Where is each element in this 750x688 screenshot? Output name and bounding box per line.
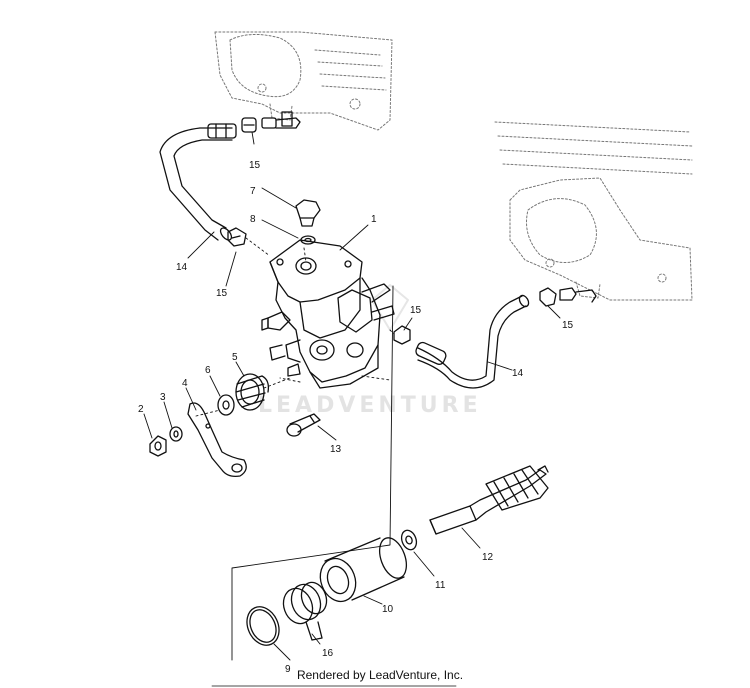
render-credit-text: Rendered by LeadVenture, Inc.: [296, 668, 464, 682]
callout-4: 4: [182, 378, 188, 389]
o-ring-9: [246, 606, 280, 646]
watermark-logo: LEADVENTURE: [258, 284, 482, 418]
render-credit: Rendered by LeadVenture, Inc.: [0, 668, 750, 682]
washer-3: [169, 426, 183, 442]
engine-cylinder-left: [214, 31, 393, 131]
pump-gear-5: [235, 373, 270, 411]
callout-14-left: 14: [176, 262, 188, 273]
fitting-upper: [281, 111, 293, 127]
callout-15-right: 15: [562, 320, 574, 331]
hose-clip-right: [539, 287, 597, 307]
washer-11: [400, 529, 418, 551]
pump-outlet-fitting: [393, 325, 411, 345]
callout-12: 12: [482, 552, 494, 563]
callout-11: 11: [435, 580, 446, 591]
callout-8: 8: [250, 214, 256, 225]
callout-labels: 1 2 3 4 5 6 7 8 9 10 11 12 13 14 14 15 1…: [138, 160, 574, 675]
watermark-text: LEADVENTURE: [258, 393, 482, 418]
washer-6: [217, 394, 235, 416]
callout-14-right: 14: [512, 368, 524, 379]
callout-15-middle: 15: [410, 305, 422, 316]
callout-10: 10: [382, 604, 394, 615]
drive-shaft-12: [429, 465, 549, 535]
assembly-bracket-lines: [195, 237, 395, 661]
sleeve-10: [319, 537, 408, 603]
hose-clip-mid: [227, 227, 247, 247]
oil-hose-upper: [159, 123, 237, 241]
callout-7: 7: [250, 186, 256, 197]
hose-clip-top: [241, 117, 301, 133]
callout-15-top: 15: [249, 160, 261, 171]
bolt-7: [295, 199, 321, 227]
callout-2: 2: [138, 404, 144, 415]
callout-3: 3: [160, 392, 166, 403]
leader-lines: [143, 131, 561, 661]
callout-1: 1: [371, 214, 377, 225]
callout-13: 13: [330, 444, 342, 455]
oil-hose-right: [415, 294, 530, 389]
nut-2: [149, 435, 167, 457]
callout-5: 5: [232, 352, 238, 363]
oil-pump-body: [261, 239, 395, 389]
engine-cylinder-right: [494, 121, 693, 301]
spring-16: [282, 581, 328, 641]
callout-6: 6: [205, 365, 211, 376]
callout-16: 16: [322, 648, 334, 659]
callout-15-left: 15: [216, 288, 228, 299]
callout-9: 9: [285, 664, 291, 675]
bolt-13: [286, 413, 321, 437]
pump-lever-4: [187, 402, 247, 478]
